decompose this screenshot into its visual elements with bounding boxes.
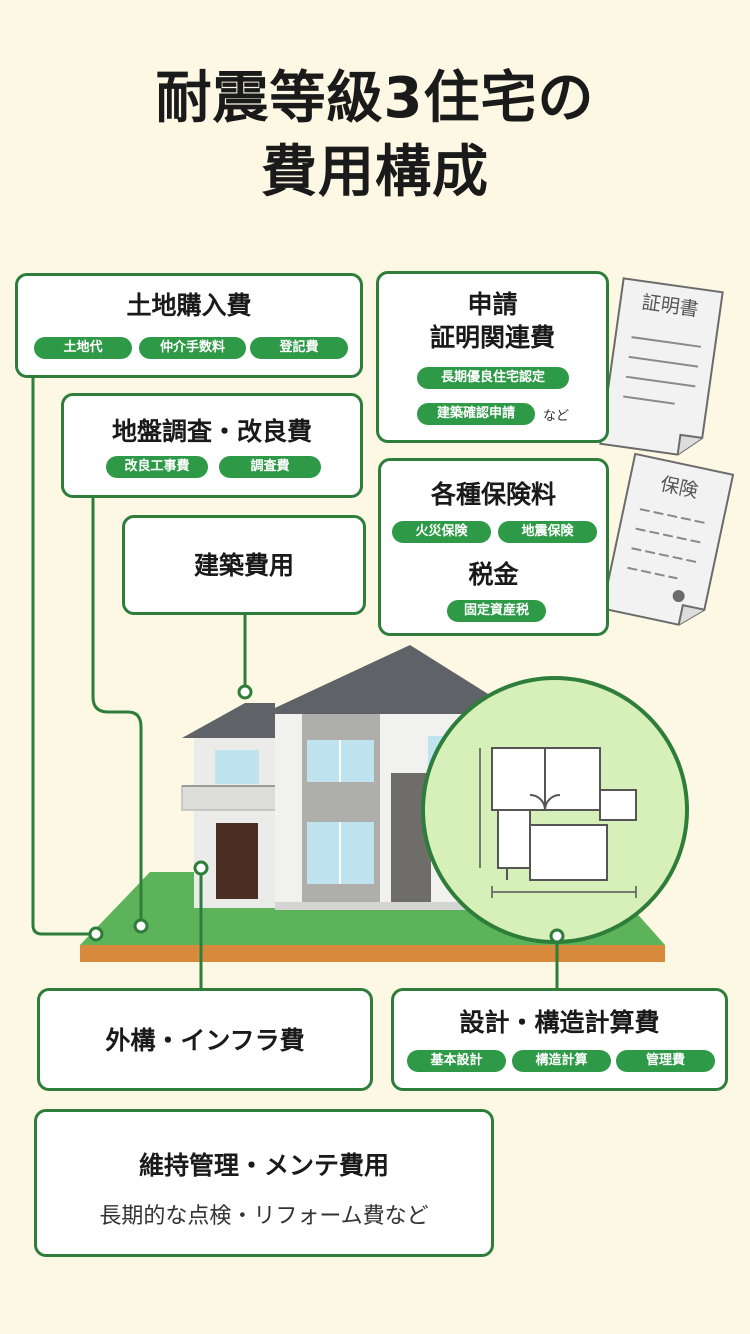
- tag-structural-calculation: 構造計算: [512, 1050, 611, 1072]
- tag-survey-fee: 調査費: [219, 456, 321, 478]
- tag-earthquake-insurance: 地震保険: [498, 521, 597, 543]
- application-note: など: [543, 409, 570, 424]
- tax-title: 税金: [468, 560, 519, 589]
- tag-improvement-work: 改良工事費: [106, 456, 208, 478]
- insurance-title: 各種保険料: [430, 480, 556, 509]
- insurance-document-icon: 保険: [601, 452, 735, 626]
- floor-plan-icon: [491, 747, 637, 881]
- maintenance-subtitle: 長期的な点検・リフォーム費など: [99, 1204, 429, 1229]
- application-title-line-2: 証明関連費: [429, 323, 555, 352]
- construction-cost-title: 建築費用: [193, 551, 294, 580]
- tag-management-fee: 管理費: [616, 1050, 715, 1072]
- land-cost-box: 土地購入費 土地代 仲介手数料 登記費: [15, 273, 363, 378]
- maintenance-cost-box: 維持管理・メンテ費用 長期的な点検・リフォーム費など: [34, 1109, 494, 1257]
- certificate-document-icon: 証明書: [599, 277, 724, 456]
- ground-survey-box: 地盤調査・改良費 改良工事費 調査費: [61, 393, 363, 498]
- application-title-line-1: 申請: [467, 290, 518, 319]
- connector-lines: [31, 378, 559, 988]
- tag-fire-insurance: 火災保険: [392, 521, 491, 543]
- connector-dots: [88, 684, 565, 944]
- title-line-2: 費用構成: [261, 140, 489, 205]
- exterior-cost-title: 外構・インフラ費: [105, 1026, 305, 1055]
- design-cost-box: 設計・構造計算費 基本設計 構造計算 管理費: [391, 988, 728, 1091]
- tag-building-confirmation: 建築確認申請: [417, 403, 535, 425]
- tag-land-price: 土地代: [34, 337, 132, 359]
- tag-property-tax: 固定資産税: [447, 600, 546, 622]
- tag-registration-fee: 登記費: [250, 337, 348, 359]
- tag-brokerage-fee: 仲介手数料: [139, 337, 246, 359]
- soil: [80, 945, 665, 962]
- title-line-1: 耐震等級3住宅の: [155, 66, 595, 131]
- exterior-cost-box: 外構・インフラ費: [37, 988, 373, 1091]
- floor-plan-circle: [421, 676, 689, 944]
- tag-basic-design: 基本設計: [407, 1050, 506, 1072]
- maintenance-cost-title: 維持管理・メンテ費用: [138, 1151, 389, 1180]
- land-cost-title: 土地購入費: [126, 291, 252, 320]
- ground-survey-title: 地盤調査・改良費: [111, 417, 312, 446]
- construction-cost-box: 建築費用: [122, 515, 366, 615]
- page-title: 耐震等級3住宅の 費用構成: [0, 62, 750, 210]
- application-cost-box: 申請 証明関連費 長期優良住宅認定 建築確認申請 など: [376, 271, 609, 443]
- design-cost-title: 設計・構造計算費: [459, 1008, 660, 1037]
- tag-long-term-certification: 長期優良住宅認定: [417, 367, 569, 389]
- insurance-tax-box: 各種保険料 火災保険 地震保険 税金 固定資産税: [378, 458, 609, 636]
